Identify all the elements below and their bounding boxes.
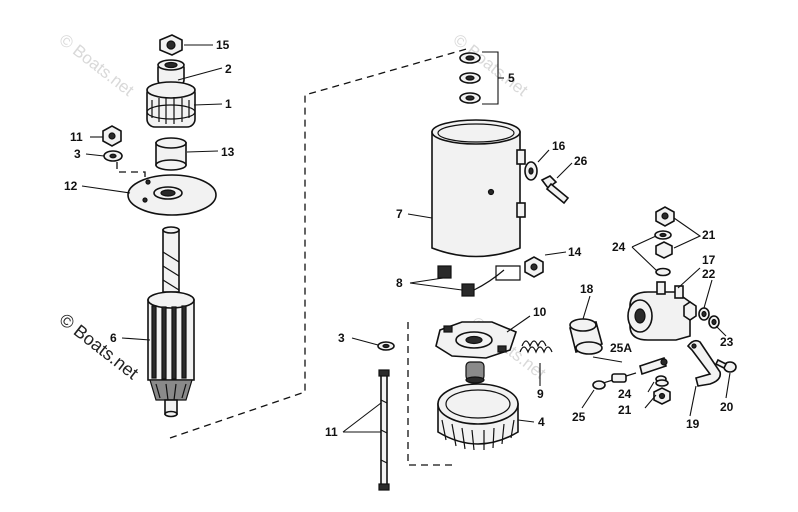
part-6-armature — [147, 226, 195, 418]
part-21-nut-top — [655, 206, 675, 227]
leader-lines — [81, 44, 731, 433]
callout-10: 10 — [533, 305, 547, 319]
callout-11-top: 11 — [70, 130, 83, 144]
part-13-bushing — [155, 137, 187, 171]
callout-6: 6 — [110, 331, 117, 345]
part-20-screw — [714, 358, 737, 373]
callout-14: 14 — [568, 245, 582, 259]
callout-3-lower: 3 — [338, 331, 345, 345]
callout-5: 5 — [508, 71, 515, 85]
part-25a-connector — [639, 356, 668, 383]
part-12-end-cap — [127, 174, 217, 216]
watermark-top-center: © Boats.net — [450, 30, 532, 100]
part-11-nut-top — [102, 125, 122, 147]
part-10-brush-plate — [435, 321, 517, 359]
part-11-through-bolts — [378, 369, 390, 491]
callout-25: 25 — [572, 410, 586, 424]
callout-20: 20 — [720, 400, 734, 414]
callout-3-top: 3 — [74, 147, 81, 161]
assembly-dashed-lines — [116, 47, 471, 466]
callout-17: 17 — [702, 253, 716, 267]
callout-9: 9 — [537, 387, 544, 401]
callout-13: 13 — [221, 145, 235, 159]
callout-24-top: 24 — [612, 240, 626, 254]
callout-19: 19 — [686, 417, 700, 431]
callout-22: 22 — [702, 267, 716, 281]
callout-15: 15 — [216, 38, 230, 52]
watermark-top-left: © Boats.net — [56, 30, 138, 100]
part-19-bracket — [686, 339, 722, 387]
callout-7: 7 — [396, 207, 403, 221]
part-1-drive-assembly — [146, 81, 196, 128]
part-17-solenoid — [627, 281, 697, 341]
part-7-motor-frame — [431, 119, 526, 279]
callout-12: 12 — [64, 179, 78, 193]
part-9-springs — [519, 340, 553, 354]
part-3-washer-lower — [377, 341, 395, 351]
part-4-end-cap — [437, 361, 519, 451]
callout-24-lower: 24 — [618, 387, 632, 401]
callout-2: 2 — [225, 62, 232, 76]
part-22-washer — [698, 307, 710, 321]
callout-21-top: 21 — [702, 228, 716, 242]
part-24-washer-lower — [655, 379, 669, 387]
callout-26: 26 — [574, 154, 588, 168]
callout-23: 23 — [720, 335, 734, 349]
part-25-cable — [592, 372, 637, 390]
part-15-nut — [159, 34, 183, 56]
callout-21-lower: 21 — [618, 403, 632, 417]
part-5-washers — [459, 52, 481, 104]
part-24-washer-top — [654, 230, 673, 277]
part-14-nut — [524, 256, 544, 278]
part-21-nut-lower — [653, 387, 671, 405]
part-8-field-leads — [461, 265, 521, 297]
part-16-washer — [524, 161, 538, 181]
part-23-washer — [708, 315, 720, 329]
part-18-boot — [569, 318, 603, 355]
callout-16: 16 — [552, 139, 566, 153]
callout-11-lower: 11 — [325, 425, 338, 439]
part-26-bolt — [540, 175, 570, 205]
callout-1: 1 — [225, 97, 232, 111]
callout-4: 4 — [538, 415, 545, 429]
part-3-washer-top — [103, 150, 123, 162]
callout-8: 8 — [396, 276, 403, 290]
callout-labels: 15 2 1 13 11 3 12 6 5 16 26 7 8 14 3 10 … — [64, 38, 734, 439]
callout-18: 18 — [580, 282, 594, 296]
callout-25a: 25A — [610, 341, 632, 355]
watermark-left-strong: © Boats.net — [56, 309, 143, 383]
part-2-pinion — [157, 59, 185, 86]
